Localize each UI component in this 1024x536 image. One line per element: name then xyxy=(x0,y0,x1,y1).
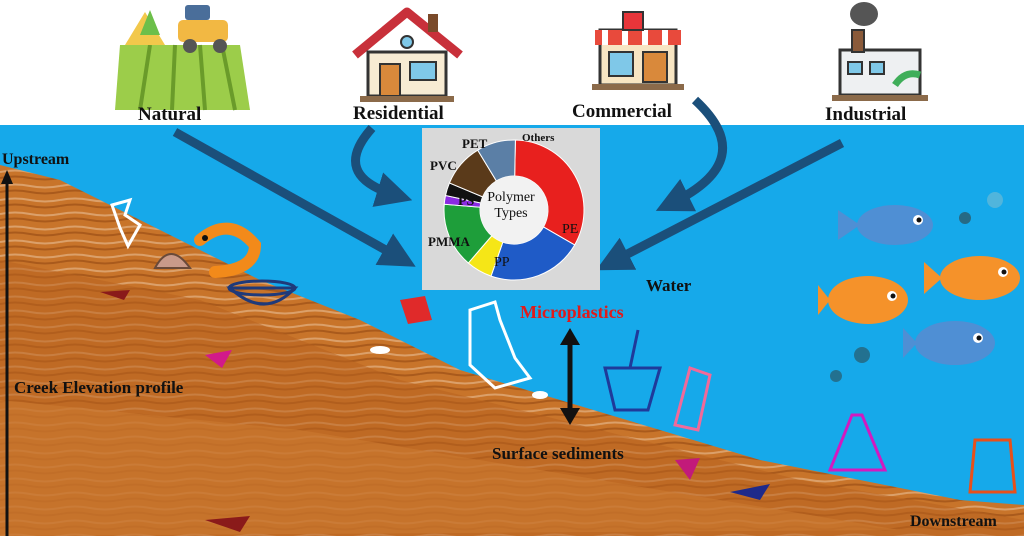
fish-icon-3 xyxy=(818,276,908,324)
donut-center-label: Polymer Types xyxy=(487,190,535,221)
donut-hole xyxy=(480,176,548,244)
source-label-residential: Residential xyxy=(353,103,444,124)
bubble-icon xyxy=(959,212,971,224)
sediment-lower-layer-2 xyxy=(0,400,900,536)
slice-label-others: Others xyxy=(522,132,555,144)
shrimp-icon xyxy=(194,222,262,278)
straw-icon xyxy=(628,329,640,369)
industrial-source-icon xyxy=(832,2,928,101)
plastic-fragment-icon xyxy=(400,296,432,324)
plastic-fragment-icon xyxy=(205,350,232,368)
source-label-natural: Natural xyxy=(138,104,202,125)
bottle-icon xyxy=(673,366,712,432)
flask-icon xyxy=(827,413,888,472)
water-label: Water xyxy=(646,276,692,295)
upstream-label: Upstream xyxy=(2,151,70,168)
microplastics-label: Microplastics xyxy=(520,302,624,322)
arrow-natural xyxy=(172,128,416,267)
bowl-rim-icon xyxy=(227,279,297,297)
natural-source-icon xyxy=(115,5,250,111)
surface-sediments-label: Surface sediments xyxy=(492,444,624,463)
bubble-icon xyxy=(830,370,842,382)
plastic-fragment-icon xyxy=(675,458,700,480)
water-sediment-arrow-down xyxy=(560,408,580,425)
source-label-commercial: Commercial xyxy=(572,101,672,122)
shell-icon xyxy=(153,253,192,269)
donut-slice-pe xyxy=(514,139,585,246)
fish-icon-4 xyxy=(903,321,995,365)
plastic-fragment-icon xyxy=(532,391,548,399)
fish-icon-2 xyxy=(924,256,1020,300)
elevation-axis-arrowhead xyxy=(1,170,13,184)
slice-label-pet: PET xyxy=(462,136,488,151)
polymer-chart-panel: Polymer Types PE PP PMMA PS PVC PET Othe… xyxy=(422,128,600,290)
source-label-industrial: Industrial xyxy=(825,104,907,125)
slice-label-ps: PS xyxy=(458,194,475,209)
polymer-donut-chart xyxy=(443,139,585,281)
residential-source-icon xyxy=(352,7,463,102)
cup-icon xyxy=(603,366,662,412)
jug-icon xyxy=(968,438,1017,494)
bubble-icon xyxy=(854,347,870,363)
arrow-residential xyxy=(351,125,413,207)
plastic-fragment-icon xyxy=(730,484,770,500)
plastic-fragment-icon xyxy=(110,197,142,250)
fish-icon-1 xyxy=(838,205,933,245)
plastic-fragment-icon xyxy=(205,516,250,532)
water-sediment-arrow-up xyxy=(560,328,580,345)
plastic-bag-icon xyxy=(468,300,533,390)
slice-label-pvc: PVC xyxy=(430,158,457,173)
arrow-commercial xyxy=(655,96,727,212)
slice-label-pe: PE xyxy=(562,222,579,237)
downstream-label: Downstream xyxy=(910,513,997,530)
plastic-fragment-icon xyxy=(100,290,130,300)
creek-elevation-label: Creek Elevation profile xyxy=(14,378,184,397)
arrow-industrial xyxy=(596,139,845,271)
slice-label-pp: PP xyxy=(494,255,510,270)
slice-label-pmma: PMMA xyxy=(428,234,470,249)
commercial-source-icon xyxy=(592,11,684,90)
bubble-icon xyxy=(987,192,1003,208)
plastic-fragment-icon xyxy=(370,346,390,354)
